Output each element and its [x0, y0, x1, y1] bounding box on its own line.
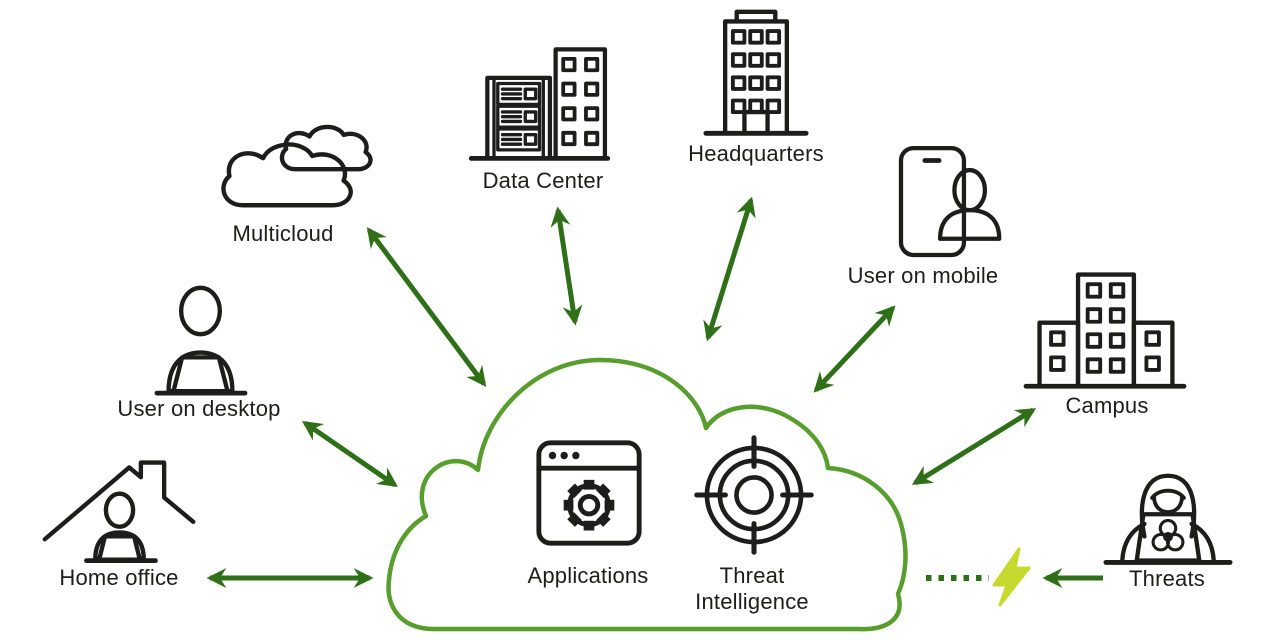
- node-headquarters: [698, 6, 814, 141]
- arrow-multicloud: [366, 227, 487, 387]
- threats-label: Threats: [1129, 566, 1205, 591]
- node-threats: [1098, 443, 1238, 573]
- node-threat-intelligence: [694, 435, 814, 555]
- arrow-layer: [206, 196, 1103, 588]
- arrow-data-center: [550, 206, 583, 326]
- user-on-mobile-label: User on mobile: [847, 263, 999, 288]
- node-user-on-mobile: [880, 142, 1004, 263]
- node-applications: [533, 437, 645, 549]
- threat-intelligence-target-icon: [694, 435, 814, 555]
- arrow-campus: [911, 407, 1037, 486]
- biohazard-icon: [1151, 518, 1185, 552]
- lightning-bolt-icon: [992, 547, 1031, 607]
- arrow-user-mobile: [813, 305, 896, 393]
- node-home-office: [35, 450, 205, 581]
- headquarters-icon: [703, 9, 809, 136]
- multicloud-icon: [221, 124, 373, 208]
- threat-intelligence-label-line1: Threat: [719, 563, 785, 588]
- arrow-headquarters: [703, 196, 756, 342]
- node-multicloud: [202, 103, 387, 215]
- threat-intelligence-label: Threat Intelligence: [652, 563, 852, 615]
- data-center-label: Data Center: [482, 168, 604, 193]
- home-office-icon: [42, 460, 196, 564]
- central-cloud-outline: [386, 357, 908, 632]
- campus-label: Campus: [1065, 393, 1149, 418]
- user-on-desktop-icon: [154, 285, 248, 396]
- node-user-on-desktop: [128, 276, 273, 402]
- applications-label: Applications: [527, 563, 649, 588]
- node-data-center: [462, 38, 617, 166]
- arrow-user-desktop: [302, 420, 398, 488]
- applications-icon: [536, 440, 642, 546]
- campus-icon: [1023, 272, 1187, 389]
- node-campus: [1023, 263, 1187, 393]
- headquarters-label: Headquarters: [688, 141, 824, 166]
- user-on-mobile-icon: [898, 145, 1002, 258]
- user-on-desktop-label: User on desktop: [117, 396, 281, 421]
- multicloud-label: Multicloud: [232, 221, 334, 246]
- data-center-icon: [468, 47, 611, 161]
- threats-hacker-icon: [1103, 473, 1233, 565]
- threat-intelligence-label-line2: Intelligence: [695, 589, 809, 614]
- home-office-label: Home office: [59, 565, 179, 590]
